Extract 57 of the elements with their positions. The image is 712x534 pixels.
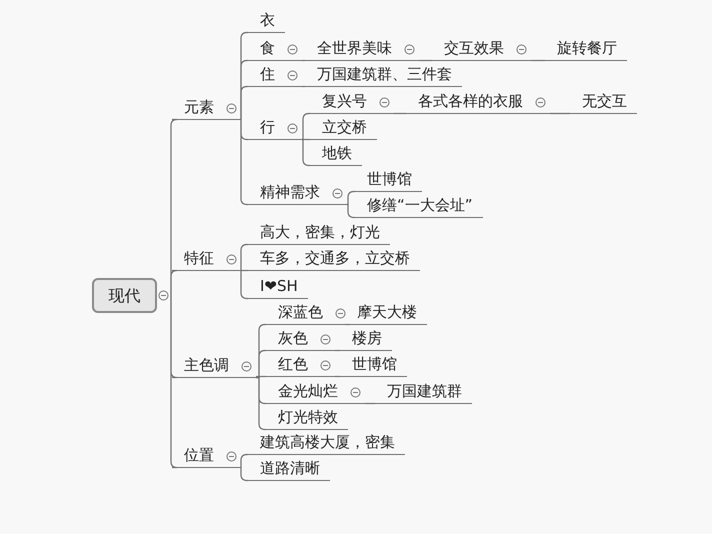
topic-text: 交互效果 <box>444 38 504 58</box>
branch-line <box>302 86 305 88</box>
branch-line <box>240 86 248 120</box>
topic-text: 红色 <box>278 354 308 374</box>
branch-line <box>240 466 248 482</box>
topic-text: 衣 <box>260 10 275 30</box>
branch-line <box>170 270 178 296</box>
topic-text: 住 <box>260 64 275 84</box>
topic-text: 特征 <box>184 248 214 268</box>
topic-text: 万国建筑群 <box>387 381 462 401</box>
topic-text: 深蓝色 <box>278 302 323 322</box>
branch-line <box>394 112 406 114</box>
topic-text: 万国建筑群、三件套 <box>317 64 452 84</box>
topic-text: 世博馆 <box>367 169 412 189</box>
topic-text: 主色调 <box>184 355 229 375</box>
branch-line <box>170 294 178 468</box>
topic-text: 食 <box>260 38 275 58</box>
topic-text: 旋转餐厅 <box>557 38 617 58</box>
topic-text: 楼房 <box>352 328 382 348</box>
branch-line <box>335 376 340 378</box>
branch-line <box>335 350 340 352</box>
topic-text: 地铁 <box>322 143 352 163</box>
branch-line <box>550 112 570 114</box>
root-topic: 现代 <box>92 278 157 313</box>
branch-line <box>240 244 248 272</box>
topic-text: I❤SH <box>260 276 298 296</box>
topic-text: 高大，密集，灯光 <box>260 222 380 242</box>
topic-text: 行 <box>260 117 275 137</box>
topic-text: 建筑高楼大厦，密集 <box>260 432 395 452</box>
topic-text: 立交桥 <box>322 117 367 137</box>
branch-line <box>241 270 248 272</box>
topic-text: 元素 <box>184 97 214 117</box>
topic-text: 金光灿烂 <box>278 381 338 401</box>
topic-text: 精神需求 <box>260 182 320 202</box>
branch-line <box>531 60 545 62</box>
branch-line <box>256 350 266 378</box>
branch-line <box>346 204 355 218</box>
topic-text: 灯光特效 <box>278 407 338 427</box>
topic-text: 摩天大楼 <box>357 302 417 322</box>
branch-line <box>256 376 266 378</box>
branch-line <box>346 190 355 206</box>
topic-text: 各式各样的衣服 <box>418 91 523 111</box>
branch-line <box>419 60 432 62</box>
branch-line <box>240 270 248 300</box>
branch-line <box>365 402 375 404</box>
branch-line <box>302 138 310 140</box>
topic-text: 位置 <box>184 445 214 465</box>
topic-text: 无交互 <box>582 91 627 111</box>
topic-text: 复兴号 <box>322 91 367 111</box>
topic-text: 车多，交通多，立交桥 <box>260 248 410 268</box>
topic-text: 全世界美味 <box>317 38 392 58</box>
branch-line <box>240 454 248 468</box>
topic-text: 道路清晰 <box>260 458 320 478</box>
topic-text: 世博馆 <box>352 354 397 374</box>
topic-text: 灰色 <box>278 328 308 348</box>
topic-text: 修缮“一大会址” <box>367 195 473 215</box>
branch-line <box>302 60 305 62</box>
